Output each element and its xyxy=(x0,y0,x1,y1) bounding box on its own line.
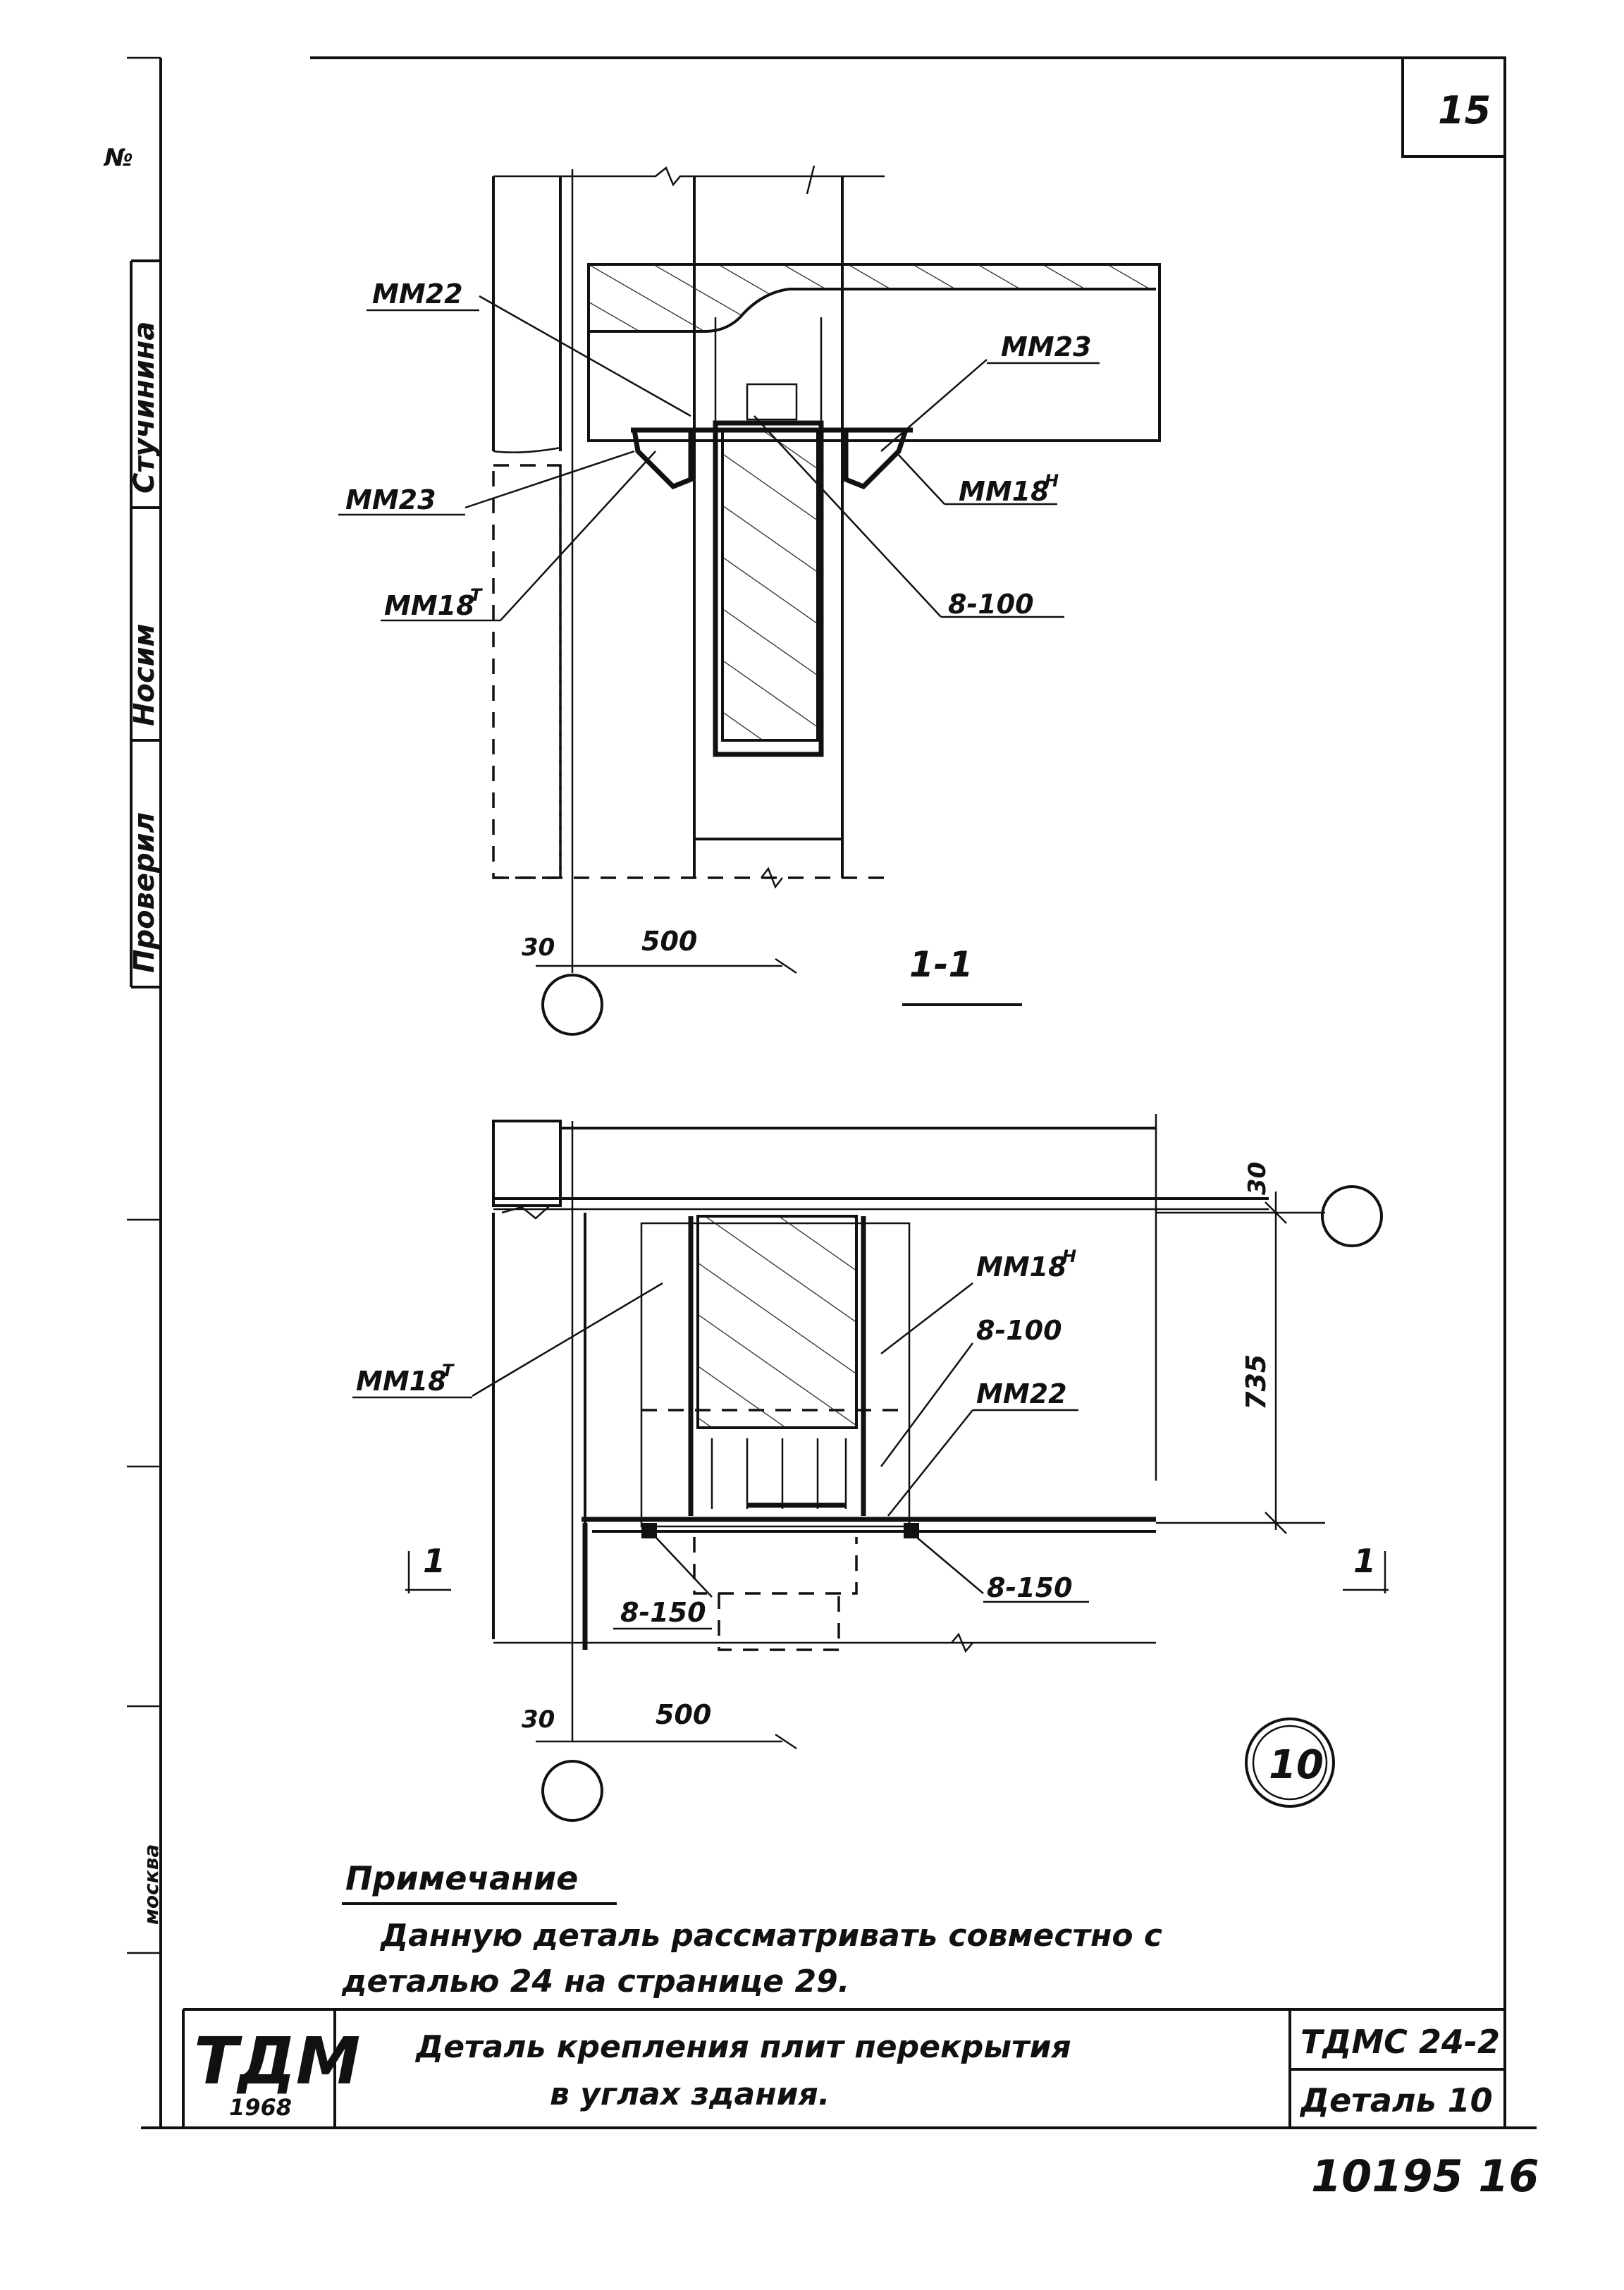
label-mm18n-section: ММ18 xyxy=(959,476,1050,507)
label-mm22-section: ММ22 xyxy=(372,278,463,310)
title-line-2: в углах здания. xyxy=(550,2076,830,2112)
note-block: Примечание Данную деталь рассматривать с… xyxy=(341,1859,1162,2000)
label-mm22-plan: ММ22 xyxy=(976,1378,1067,1409)
side-checked: Проверил xyxy=(128,812,161,973)
side-no-label: № xyxy=(103,144,133,172)
cut-mark-left: 1 xyxy=(423,1542,445,1580)
dim-735: 735 xyxy=(1241,1354,1272,1410)
dim-30-plan-top: 30 xyxy=(1243,1162,1272,1195)
side-city: москва xyxy=(140,1844,163,1925)
title-line-1: Деталь крепления плит перекрытия xyxy=(414,2029,1071,2065)
note-line-2: деталью 24 на странице 29. xyxy=(341,1964,849,2000)
dim-500-section: 500 xyxy=(641,926,697,957)
label-bolt-100-plan: 8-100 xyxy=(976,1315,1062,1346)
label-mm18t-section-sup: Т xyxy=(470,585,483,605)
cut-mark-right: 1 xyxy=(1353,1542,1376,1580)
side-stamp: № Стучинина Носим Проверил москва xyxy=(103,144,163,1954)
side-stuchinina: Стучинина xyxy=(128,322,161,494)
label-mm18t-section: ММ18 xyxy=(384,590,475,621)
plan-view: ММ18 Н 8-100 ММ22 ММ18 Т 8-150 8-150 1 1… xyxy=(352,1114,1389,1822)
note-line-1: Данную деталь рассматривать совместно с xyxy=(379,1918,1162,1954)
label-mm18n-plan: ММ18 xyxy=(976,1251,1067,1282)
doc-code: ТДМС 24-2 xyxy=(1300,2023,1500,2061)
logo: ТДМ xyxy=(194,2023,360,2099)
label-bolt-section: 8-100 xyxy=(948,589,1034,620)
page-number: 15 xyxy=(1438,88,1491,133)
sheet-footer-number: 10195 16 xyxy=(1311,2150,1539,2202)
label-mm18n-section-sup: Н xyxy=(1045,471,1059,491)
label-mm18n-plan-sup: Н xyxy=(1062,1247,1076,1266)
label-mm18t-plan: ММ18 xyxy=(356,1366,447,1397)
note-heading: Примечание xyxy=(345,1859,578,1897)
detail-label: Деталь 10 xyxy=(1299,2081,1493,2119)
label-bolt-150-right: 8-150 xyxy=(987,1572,1073,1603)
logo-year: 1968 xyxy=(229,2094,292,2121)
detail-number: 10 xyxy=(1269,1742,1324,1788)
label-mm23-top: ММ23 xyxy=(1001,331,1092,362)
section-title-1-1: 1-1 xyxy=(909,944,973,985)
page-number-box: 15 xyxy=(1401,56,1506,158)
dim-30-plan-bottom: 30 xyxy=(522,1706,555,1734)
dim-30-section: 30 xyxy=(522,933,555,962)
dim-500-plan: 500 xyxy=(656,1699,711,1730)
label-mm18t-plan-sup: Т xyxy=(442,1361,455,1380)
section-1-1: ММ22 ММ23 ММ23 ММ18 Н ММ18 Т 8-100 30 50… xyxy=(338,165,1161,1036)
label-bolt-150-left: 8-150 xyxy=(620,1597,706,1628)
side-nosenko: Носим xyxy=(128,624,161,726)
label-mm23-left: ММ23 xyxy=(345,484,436,515)
sheet-frame xyxy=(127,56,1537,2129)
title-block: ТДМ 1968 Деталь крепления плит перекрыти… xyxy=(182,2008,1505,2128)
